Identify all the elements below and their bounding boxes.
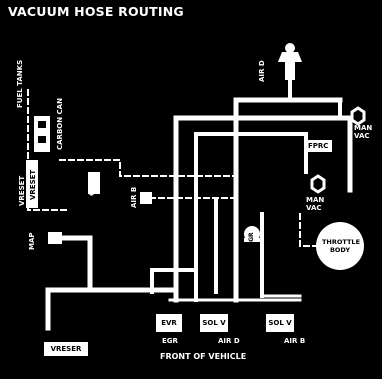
label-vreser: VRESER [50,345,82,353]
sol-v-1-solenoid [200,314,228,332]
air-d-valve [278,43,302,80]
label-sol-v-2: SOL V [268,319,292,327]
canp-valve [88,172,100,194]
man-vac-1 [350,106,366,126]
egr-valve [244,226,260,242]
hose-throttle-dashed [299,213,319,247]
label-air-d-bottom: AIR D [218,337,240,345]
label-evr: EVR [161,319,177,327]
label-air-d-top: AIR D [258,60,266,82]
hose-middle-3 [194,132,308,174]
man-vac-2 [310,174,326,194]
air-b-valve [140,192,152,204]
label-egr-valve: EGR [248,232,255,246]
label-fuel-tanks: FUEL TANKS [16,59,24,108]
label-air-b-top: AIR B [130,186,138,208]
label-man-vac-1: MAN VAC [354,124,373,140]
vreser-box [44,342,88,356]
sol-v-2-solenoid [266,314,294,332]
hose-fuel-tank-dashed [27,89,71,211]
fprc-valve [306,140,332,152]
throttle-body [316,222,364,270]
label-air-b-bottom: AIR B [284,337,306,345]
label-carbon-can: CARBON CAN [56,98,64,150]
evr-solenoid [156,314,182,332]
label-canp: CANP [88,174,96,196]
label-egr: EGR [162,337,178,345]
map-sensor [48,232,62,244]
label-front-of-vehicle: FRONT OF VEHICLE [160,352,247,361]
label-vreset: VRESET [18,175,26,206]
label-sol-v-1: SOL V [202,319,226,327]
hose-canp-dashed [59,159,237,177]
label-vreset-box: VRESET [29,169,37,200]
label-man-vac-2: MAN VAC [306,196,325,212]
label-fprc: FPRC [308,142,329,150]
vreset-box [26,160,38,208]
label-map: MAP [28,232,36,250]
hose-map [59,235,93,293]
label-throttle-body: THROTTLE BODY [322,238,361,254]
diagram-title: VACUUM HOSE ROUTING [8,4,184,19]
